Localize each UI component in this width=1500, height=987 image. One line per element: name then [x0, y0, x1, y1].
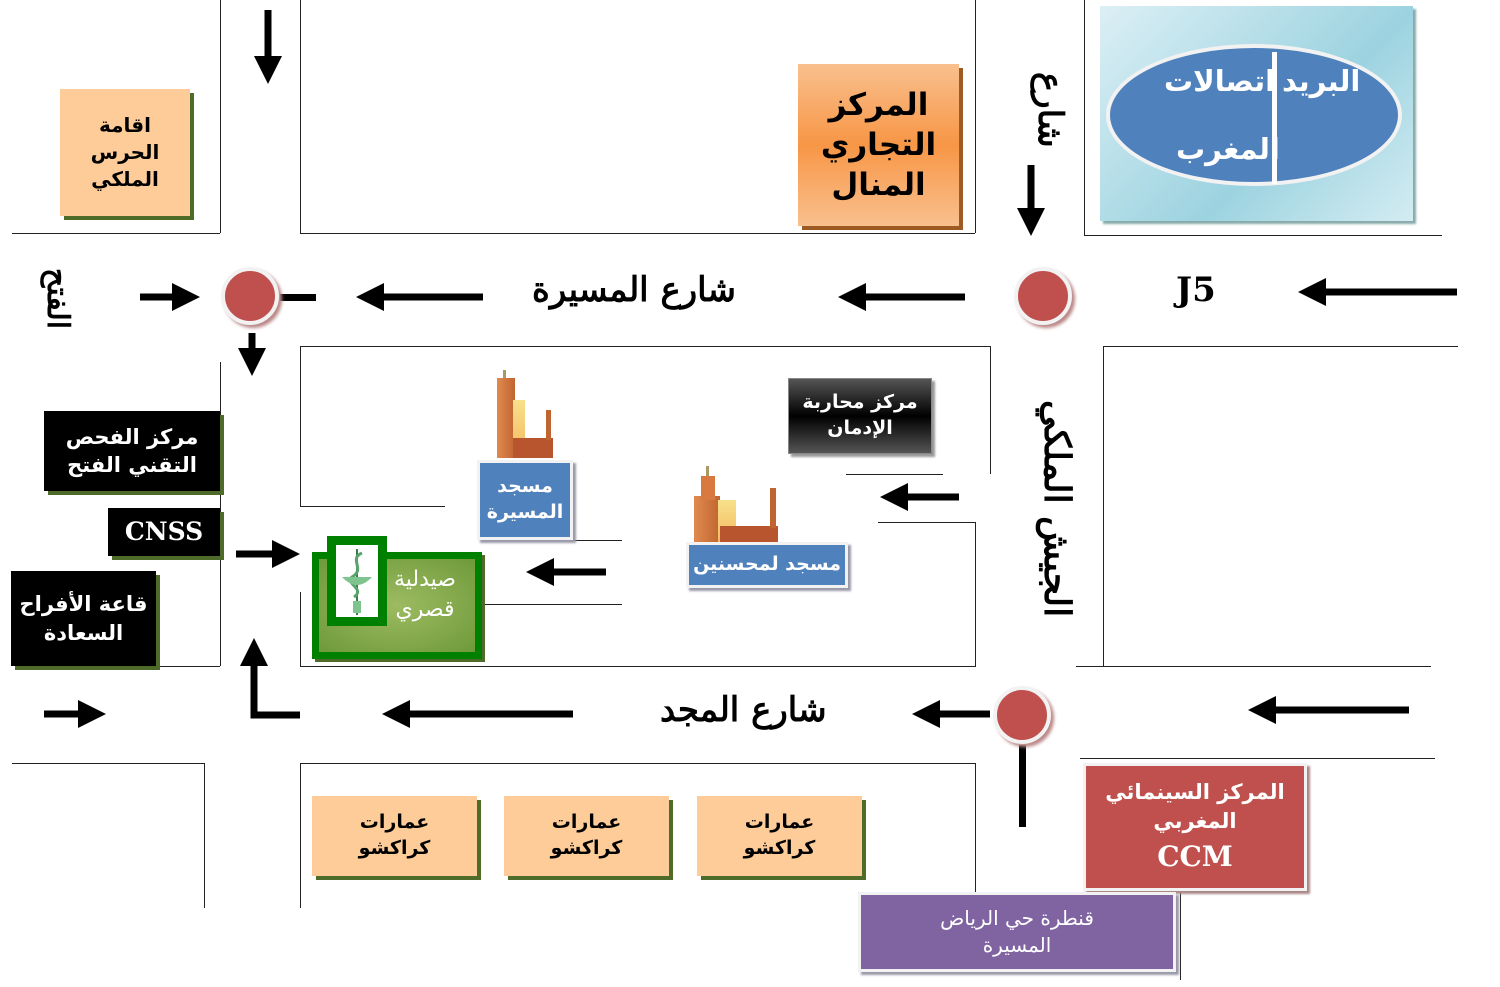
road-stub [280, 294, 316, 301]
landmark-garde-royale: اقامة الحرس الملكي [60, 89, 190, 216]
divider [1272, 52, 1277, 184]
street-name-fath: الفتح [40, 268, 75, 330]
street-name-majd: شارع المجد [660, 690, 827, 730]
label-line: السعادة [43, 620, 124, 645]
label-line: المركز السينمائي [1105, 780, 1285, 805]
landmark-salle-fetes: قاعة الأفراح السعادة [11, 571, 156, 666]
label-line: المسيرة [982, 933, 1052, 957]
label-line: عمارات [359, 811, 430, 834]
label-line: عمارات [744, 811, 815, 834]
label-line: التجاري [820, 126, 937, 163]
caduceus-icon [342, 549, 372, 615]
mosque-icon [692, 458, 780, 546]
landmark-anti-addiction: مركز محاربة الإدمان [788, 378, 932, 454]
label-line: المركز [828, 86, 929, 123]
landmark-immeuble: عمارات كراكشو [504, 796, 669, 876]
poste-logo-ellipse [1106, 44, 1402, 186]
label-line: مركز الفحص [65, 424, 199, 449]
label-line: قاعة الأفراح [19, 592, 148, 617]
poste-label: اتصالات [1164, 64, 1276, 98]
pharmacy-caduceus-icon [327, 536, 387, 626]
roundabout-icon [1014, 267, 1072, 325]
landmark-immeuble: عمارات كراكشو [697, 796, 862, 876]
street-name-j5: J5 [1176, 270, 1216, 310]
landmark-mosque-mohsinine: مسجد لمحسنين [686, 542, 848, 588]
label-line: الإدمان [827, 417, 893, 439]
roundabout-icon [221, 267, 279, 325]
street-name-charie: شارع [1030, 72, 1070, 148]
label-line: مركز محاربة [802, 391, 918, 414]
label-line: اقامة [99, 113, 151, 137]
label-line: المسيرة [486, 501, 564, 523]
landmark-cnss: CNSS [108, 508, 220, 556]
poste-label: البريد [1282, 64, 1361, 98]
label-line: الملكي [91, 167, 159, 191]
label-line: صيدلية [393, 567, 456, 592]
landmark-manal: المركز التجاري المنال [798, 64, 959, 226]
direction-arrow-icon [240, 638, 300, 719]
landmark-poste-maroc: البريد اتصالات المغرب [1100, 6, 1413, 221]
road-stub [1019, 745, 1026, 827]
label-line: قنطرة حي الرياض [940, 906, 1094, 930]
label-line: كراكشو [358, 837, 431, 859]
label-line: المنال [831, 167, 926, 204]
street-name-jaych-malaki: الجيش الملكي [1036, 400, 1078, 618]
landmark-ccm: المركز السينمائي المغربي CCM [1083, 763, 1307, 891]
poste-label: المغرب [1176, 132, 1280, 166]
landmark-mosque-massira: مسجد المسيرة [477, 460, 573, 540]
label-line: كراكشو [550, 837, 623, 859]
pharmacie-label: صيدلية قصري [375, 565, 475, 624]
mosque-icon [495, 360, 557, 458]
label-line: قصري [395, 596, 455, 622]
landmark-controle-technique: مركز الفحص التقني الفتح [44, 411, 220, 491]
label-line: CCM [1157, 839, 1233, 873]
label-line: التقني الفتح [67, 453, 197, 477]
label-line: كراكشو [743, 837, 816, 859]
label-line: الحرس [90, 140, 160, 164]
label-line: المغربي [1153, 809, 1237, 834]
landmark-immeuble: عمارات كراكشو [312, 796, 477, 876]
roundabout-icon [993, 686, 1051, 744]
street-name-massira: شارع المسيرة [532, 270, 737, 310]
label-line: مسجد [497, 475, 553, 498]
landmark-pont-riad: قنطرة حي الرياض المسيرة [858, 892, 1176, 972]
label-line: عمارات [551, 811, 622, 834]
